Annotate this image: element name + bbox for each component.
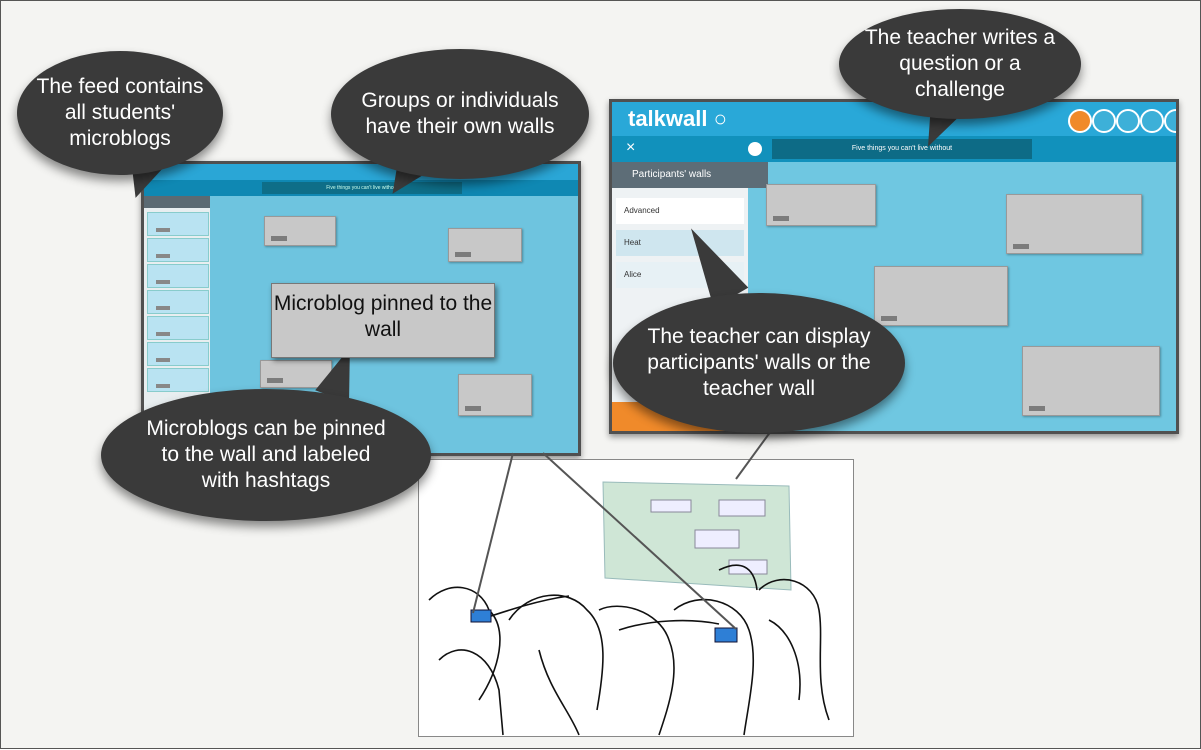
feed-item bbox=[147, 238, 209, 262]
connector-line bbox=[542, 452, 737, 630]
feed-item bbox=[147, 316, 209, 340]
sidebar-item-alice[interactable]: Alice bbox=[616, 262, 744, 288]
wall-note bbox=[458, 374, 532, 416]
right-question-box: Five things you can't live without bbox=[772, 139, 1032, 159]
left-feed-header bbox=[144, 196, 210, 208]
wall-note bbox=[260, 360, 332, 388]
close-icon[interactable]: × bbox=[626, 139, 636, 156]
feed-item bbox=[147, 212, 209, 236]
wall-note bbox=[874, 266, 1008, 326]
callout-feed: The feed contains all students' microblo… bbox=[17, 51, 223, 175]
sidebar-title: Participants' walls bbox=[612, 162, 768, 188]
sidebar-item-heat[interactable]: Heat bbox=[616, 230, 744, 256]
callout-walls: Groups or individuals have their own wal… bbox=[331, 49, 589, 179]
feed-item bbox=[147, 264, 209, 288]
classroom-sketch-drawing bbox=[428, 481, 830, 736]
wall-note bbox=[448, 228, 522, 262]
wall-note bbox=[766, 184, 876, 226]
callout-pinned-desc: Microblogs can be pinned to the wall and… bbox=[101, 389, 431, 521]
callout-teacher-question: The teacher writes a question or a chall… bbox=[839, 9, 1081, 119]
feed-item bbox=[147, 342, 209, 366]
sidebar-item-advanced[interactable]: Advanced bbox=[616, 198, 744, 224]
filter-icon[interactable] bbox=[1116, 109, 1140, 133]
search-icon[interactable] bbox=[1068, 109, 1092, 133]
connector-line bbox=[472, 452, 514, 614]
talkwall-logo: talkwall ○ bbox=[628, 106, 727, 131]
feed-item bbox=[147, 368, 209, 392]
wall-note bbox=[1022, 346, 1160, 416]
feed-item bbox=[147, 290, 209, 314]
wall-note bbox=[1006, 194, 1142, 254]
pencil-icon[interactable] bbox=[1140, 109, 1164, 133]
question-number-badge bbox=[748, 142, 762, 156]
wall-note bbox=[264, 216, 336, 246]
key-icon[interactable] bbox=[1092, 109, 1116, 133]
pinned-label-box: Microblog pinned to the wall bbox=[271, 283, 495, 358]
connector-line bbox=[735, 430, 772, 480]
classroom-sketch bbox=[418, 459, 854, 737]
callout-teacher-display: The teacher can display participants' wa… bbox=[613, 293, 905, 433]
left-question-box: Five things you can't live without bbox=[262, 182, 462, 194]
